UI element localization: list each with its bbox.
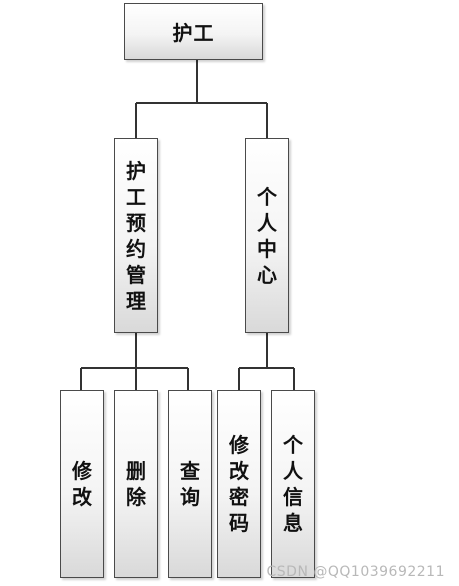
leaf-node-change-password: 修改密码 (217, 390, 261, 578)
module-node-personal-center: 个人中心 (245, 138, 289, 333)
leaf-node-label: 修改密码 (229, 433, 249, 535)
leaf-node-query: 查询 (168, 390, 212, 578)
root-node: 护工 (124, 3, 263, 60)
module-node-label: 个人中心 (257, 184, 277, 287)
watermark: CSDN @QQ1039692211 (266, 564, 445, 580)
leaf-node-personal-info: 个人信息 (271, 390, 315, 578)
leaf-node-label: 查询 (180, 459, 200, 509)
leaf-node-label: 删除 (126, 459, 146, 509)
leaf-node-delete: 删除 (114, 390, 158, 578)
leaf-node-label: 个人信息 (283, 433, 303, 535)
root-node-label: 护工 (172, 21, 215, 45)
module-node-label: 护工预约管理 (126, 158, 146, 313)
leaf-node-edit: 修改 (60, 390, 104, 578)
leaf-node-label: 修改 (72, 459, 92, 509)
module-node-appointment-management: 护工预约管理 (114, 138, 158, 333)
